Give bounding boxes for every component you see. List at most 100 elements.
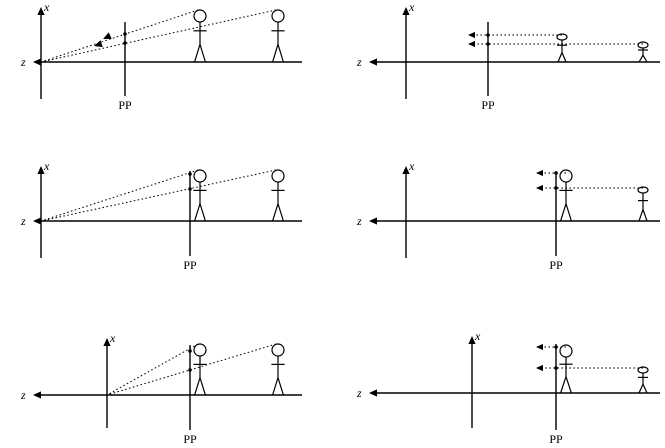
figure-left-leg [560,376,567,394]
panel-orthographic-3: z xPP [356,329,660,446]
panel-perspective-3: z xPP [20,331,302,446]
figure-left-leg [638,209,644,222]
near-stick-figure [193,9,207,63]
image-point [123,41,127,45]
figure-head [271,169,285,183]
ray-arrow [468,40,475,48]
image-point [554,186,558,190]
figure-right-leg [565,203,572,222]
x-axis-arrow [103,338,111,346]
figure-left-leg [272,44,279,63]
figure-right-leg [199,203,206,222]
figure-left-leg [557,52,563,63]
picture-plane-label: PP [481,98,495,112]
figure-left-leg [638,54,644,63]
z-axis-arrow [33,58,41,66]
ray-arrow [536,169,543,177]
z-axis-label: z [20,388,26,402]
picture-plane-label: PP [549,432,563,446]
x-axis-label: x [109,331,116,345]
far-stick-figure [271,343,285,396]
z-axis-arrow [369,58,377,66]
image-point [123,32,127,36]
image-point [486,42,490,46]
ray-arrow [536,364,543,372]
panel-orthographic-2: z xPP [356,159,660,272]
projection-ray [40,9,277,63]
near-stick-figure [193,343,207,396]
picture-plane-label: PP [549,258,563,272]
far-stick-figure [271,9,285,63]
near-stick-figure [193,169,207,222]
figure-head [637,41,649,49]
projection-ray [40,9,199,63]
figure-head [559,169,573,183]
z-axis-arrow [33,217,41,225]
figure-head [271,343,285,357]
z-axis-label: z [20,55,26,69]
x-axis-label: x [408,0,415,14]
ray-arrow [103,32,112,39]
figure-right-leg [642,383,648,394]
far-stick-figure [637,366,649,394]
picture-plane-label: PP [118,98,132,112]
figure-left-leg [272,377,279,396]
figure-right-leg [561,52,567,63]
panel-perspective-1: z xPP [20,0,302,112]
z-axis-label: z [20,214,26,228]
figure-right-leg [277,377,284,396]
figure-right-leg [277,203,284,222]
z-axis-arrow [369,389,377,397]
panel-perspective-2: z xPP [20,159,302,272]
x-axis-label: x [43,0,50,14]
image-point [188,368,192,372]
z-axis-arrow [369,217,377,225]
figure-right-leg [199,377,206,396]
x-axis-label: x [43,159,50,173]
picture-plane-label: PP [183,432,197,446]
projection-ray [106,343,199,396]
z-axis-label: z [356,386,362,400]
figure-head [193,343,207,357]
image-point [554,345,558,349]
x-axis-arrow [402,7,410,15]
z-axis-arrow [33,391,41,399]
figure-right-leg [565,376,572,394]
image-point [554,366,558,370]
figure-right-leg [199,44,206,63]
figure-left-leg [638,383,644,394]
near-stick-figure [559,344,573,394]
image-point [188,172,192,176]
x-axis-arrow [37,166,45,174]
x-axis-arrow [37,7,45,15]
far-stick-figure [637,41,649,63]
x-axis-arrow [402,166,410,174]
figure-left-leg [560,203,567,222]
figure-head [193,9,207,23]
ray-arrow [94,40,103,48]
far-stick-figure [637,186,649,222]
x-axis-label: x [474,329,481,343]
x-axis-label: x [408,159,415,173]
near-stick-figure [556,33,568,63]
figure-right-leg [642,209,648,222]
figure-right-leg [642,54,648,63]
ray-arrow [536,343,543,351]
picture-plane-label: PP [183,258,197,272]
projection-ray [40,169,199,222]
figure-head [193,169,207,183]
projection-ray [40,169,277,222]
image-point [554,171,558,175]
z-axis-label: z [356,214,362,228]
figure-head [271,9,285,23]
panel-orthographic-1: z xPP [356,0,660,112]
image-point [188,349,192,353]
image-point [486,33,490,37]
figure-left-leg [194,44,201,63]
image-point [188,187,192,191]
figure-left-leg [194,377,201,396]
ray-arrow [536,184,543,192]
z-axis-label: z [356,55,362,69]
far-stick-figure [271,169,285,222]
